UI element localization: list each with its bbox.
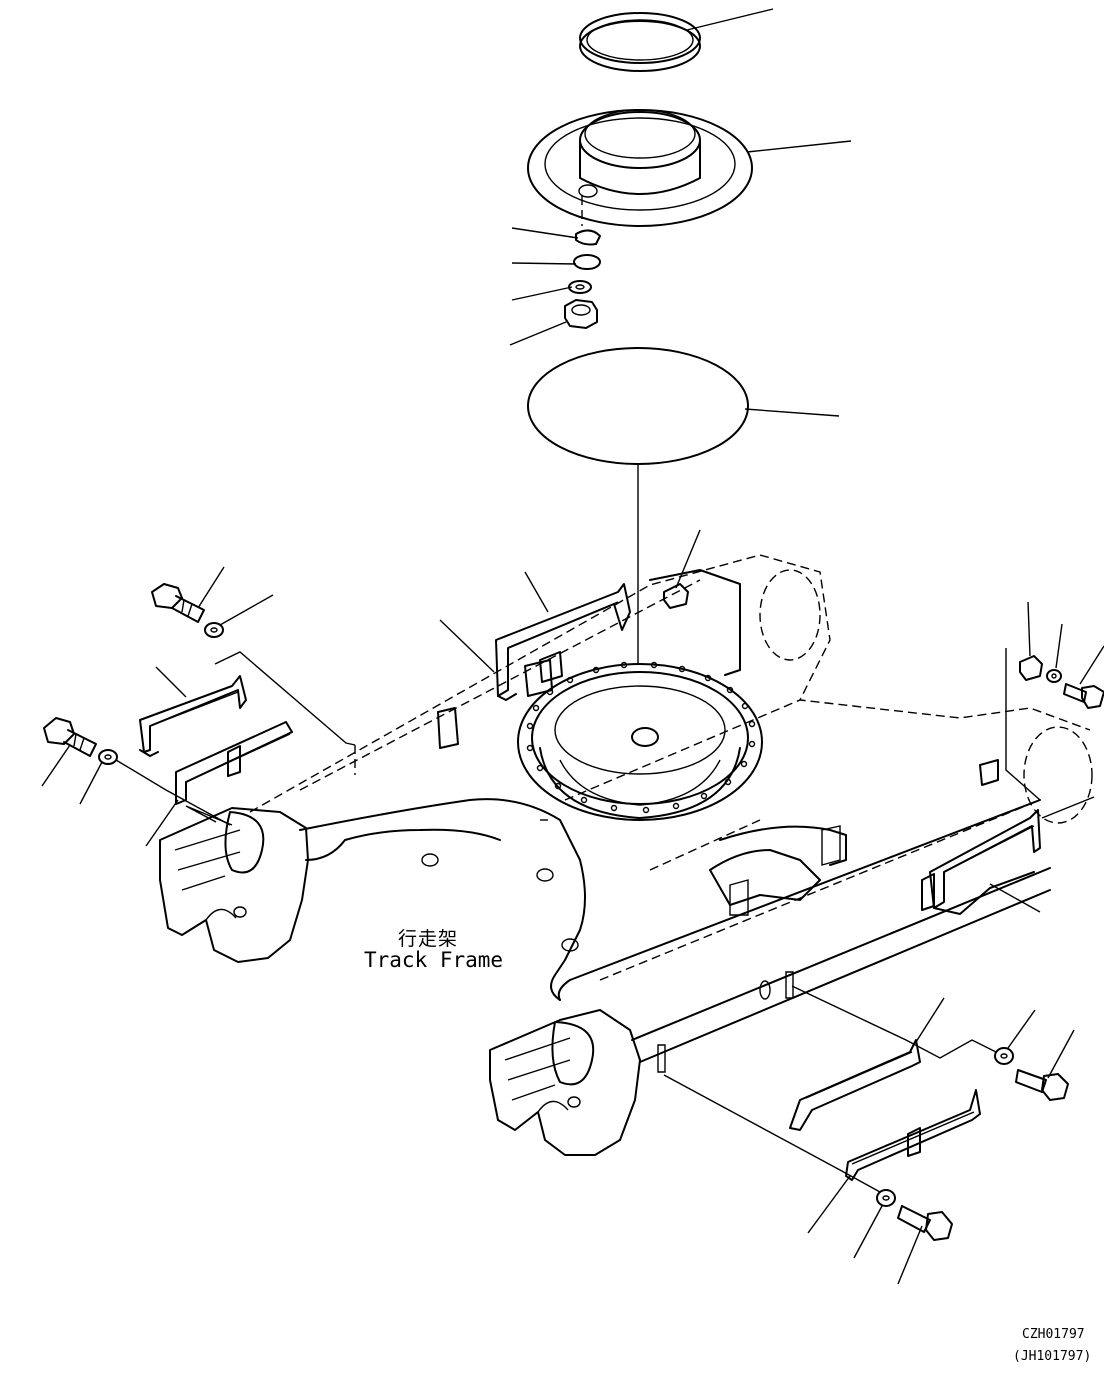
- leader-line: [511, 227, 579, 239]
- leader-line: [197, 566, 225, 609]
- leader-line: [1027, 601, 1031, 657]
- leader-line: [686, 8, 774, 31]
- bolt-part: [1063, 683, 1104, 709]
- leader-line: [524, 571, 549, 613]
- hand-rail-part: [789, 1039, 921, 1131]
- leader-line: [915, 997, 945, 1043]
- plate-part: [575, 229, 601, 246]
- step-bracket-part: [845, 1089, 981, 1181]
- assembly-line: [115, 759, 231, 826]
- track-frame: [159, 554, 1093, 1156]
- assembly-line: [791, 985, 997, 1059]
- hand-rail-part: [921, 809, 1041, 915]
- cover-plate-part: [527, 109, 753, 227]
- clip-part: [1019, 655, 1043, 681]
- assembly-line: [214, 651, 356, 746]
- bolt-part: [151, 583, 205, 623]
- frame-label-chinese: 行走架: [398, 928, 459, 950]
- leader-line: [1079, 645, 1104, 685]
- leader-line: [511, 262, 577, 265]
- leader-line: [989, 883, 1041, 913]
- washer-part: [876, 1189, 896, 1207]
- washer-part: [98, 749, 118, 765]
- bolt-circle-holes: [526, 661, 756, 814]
- leader-line: [1041, 796, 1095, 819]
- leader-line: [744, 408, 840, 417]
- o-ring-part: [527, 347, 749, 465]
- washer-part: [994, 1047, 1014, 1065]
- leader-line: [807, 1175, 851, 1234]
- leader-line: [853, 1205, 883, 1259]
- assembly-line: [663, 1074, 881, 1193]
- leader-line: [675, 529, 701, 589]
- leader-line: [897, 1225, 923, 1285]
- washer-part: [204, 622, 224, 638]
- leader-line: [509, 321, 567, 346]
- leader-line: [79, 761, 103, 805]
- seal-ring-part: [579, 12, 701, 72]
- leader-line: [1007, 1009, 1036, 1049]
- leader-line: [439, 619, 495, 673]
- leader-line: [746, 140, 852, 153]
- assembly-line: [185, 805, 233, 826]
- leader-line: [511, 286, 573, 301]
- drawing-code-alt: (JH101797): [1013, 1349, 1092, 1364]
- bolt-part: [1015, 1069, 1069, 1101]
- spacer-part: [573, 254, 601, 270]
- washer-part: [568, 280, 592, 294]
- frame-label-english: Track Frame: [364, 948, 504, 972]
- hand-rail-part: [495, 583, 631, 701]
- clip-part: [663, 583, 689, 609]
- bolt-part: [43, 717, 97, 757]
- leader-line: [1047, 1029, 1075, 1079]
- drawing-code: CZH01797: [1022, 1327, 1085, 1342]
- bolt-part: [897, 1205, 953, 1241]
- assembly-line: [1005, 648, 1041, 801]
- leader-line: [1055, 623, 1063, 669]
- step-bracket-part: [175, 721, 293, 805]
- leader-line: [219, 594, 274, 626]
- leader-line: [145, 799, 179, 847]
- leader-line: [41, 744, 71, 787]
- hand-rail-part: [139, 675, 247, 757]
- leader-line: [155, 666, 187, 698]
- nut-part: [564, 299, 598, 329]
- washer-part: [1046, 669, 1062, 683]
